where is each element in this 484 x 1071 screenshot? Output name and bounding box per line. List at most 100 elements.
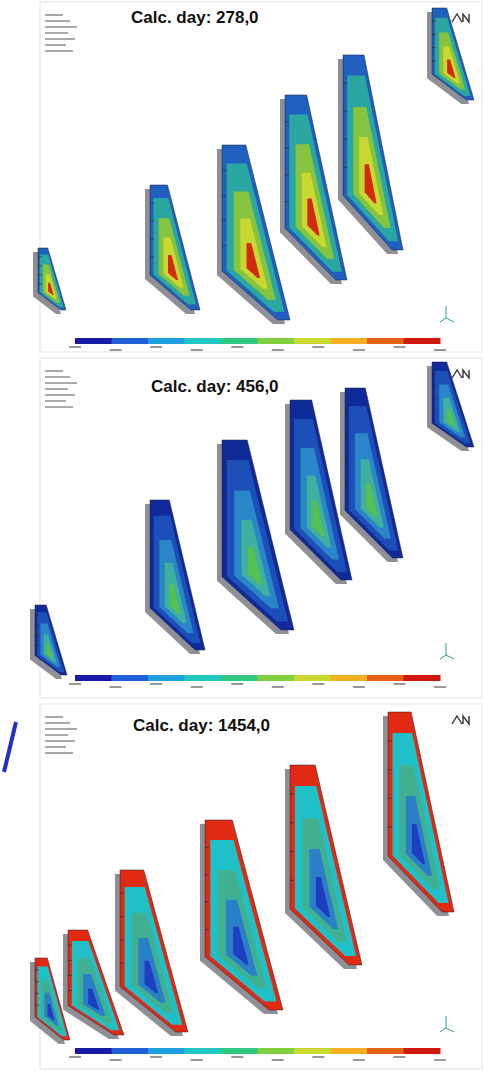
contour-zone: [78, 958, 113, 1023]
step-mark: [120, 893, 124, 894]
contour-zone: [41, 624, 61, 667]
step-mark: [38, 283, 42, 284]
contour-zone: [301, 448, 339, 560]
contour-zone: [296, 144, 334, 259]
bar-tick-text: [150, 683, 162, 685]
step-mark: [222, 494, 226, 495]
contour-zone: [439, 33, 465, 90]
contour-zone: [154, 516, 201, 644]
contour-zone: [88, 989, 99, 1010]
info-text: [45, 370, 63, 372]
dam-block: [38, 248, 66, 310]
step-mark: [150, 221, 154, 222]
info-text: [45, 722, 70, 724]
colour-bar-segment: [185, 1048, 222, 1054]
step-mark: [205, 874, 209, 875]
colour-bar-segment: [148, 338, 185, 344]
colour-bar-segment: [258, 1048, 295, 1054]
bar-tick-text: [393, 1056, 405, 1058]
info-text: [45, 50, 73, 52]
dam-block: [432, 8, 474, 100]
colour-bar-segment: [404, 1048, 441, 1054]
contour-zone: [393, 733, 449, 903]
step-mark: [388, 740, 392, 741]
contour-zone: [41, 980, 63, 1031]
bar-tick-text: [150, 346, 162, 348]
step-mark: [35, 645, 39, 646]
panel-frame: [40, 704, 482, 1069]
dam-block: [285, 95, 347, 280]
contour-zone: [234, 192, 276, 301]
step-mark: [285, 201, 289, 202]
step-mark: [222, 245, 226, 246]
contour-zone: [43, 265, 60, 303]
contour-zone: [302, 818, 347, 942]
info-text: [45, 400, 66, 402]
panel-frame: [40, 2, 482, 352]
contour-zone: [294, 419, 347, 572]
step-mark: [120, 963, 124, 964]
contour-zone: [443, 47, 460, 84]
info-text: [45, 716, 63, 718]
colour-bar-segment: [294, 338, 331, 344]
bar-tick-text: [272, 349, 284, 351]
contour-zone: [153, 198, 196, 304]
contour-zone: [349, 406, 398, 551]
dam-block: [432, 362, 474, 447]
bar-tick-text: [150, 1056, 162, 1058]
step-mark: [35, 981, 39, 982]
step-mark: [432, 374, 436, 375]
contour-zone: [435, 371, 471, 443]
step-mark: [35, 625, 39, 626]
bar-tick-text: [69, 346, 81, 348]
step-mark: [343, 139, 347, 140]
contour-zone: [37, 967, 67, 1037]
contour-zone: [168, 255, 178, 280]
contour-zone: [366, 483, 378, 517]
step-mark: [432, 47, 436, 48]
panel-frame: [40, 358, 482, 698]
colour-bar-segment: [75, 675, 112, 681]
step-mark: [290, 822, 294, 823]
contour-zone: [48, 283, 54, 295]
step-mark: [35, 969, 39, 970]
step-mark: [388, 827, 392, 828]
step-mark: [38, 274, 42, 275]
colour-bar-segment: [221, 338, 258, 344]
dam-block: [35, 605, 67, 675]
dam-block: [150, 500, 205, 650]
contour-zone: [359, 137, 383, 215]
step-mark: [150, 257, 154, 258]
contour-zone: [210, 840, 276, 1002]
colour-bar-segment: [367, 675, 404, 681]
contour-zone: [447, 410, 455, 427]
step-mark: [35, 1005, 39, 1006]
step-mark: [290, 477, 294, 478]
bar-tick-text: [434, 349, 446, 351]
colour-bar-segment: [331, 675, 368, 681]
info-text: [45, 746, 66, 748]
colour-bar-segment: [185, 675, 222, 681]
contour-zone: [295, 786, 356, 956]
contour-zone: [307, 199, 319, 236]
step-mark: [35, 993, 39, 994]
dam-block: [150, 185, 200, 310]
cut-off-mark: [4, 722, 16, 772]
step-mark: [68, 960, 72, 961]
contour-zone: [233, 926, 249, 964]
info-text: [45, 38, 75, 40]
step-mark: [290, 851, 294, 852]
colour-bar-segment: [112, 1048, 149, 1054]
contour-zone: [302, 173, 327, 247]
bar-tick-text: [231, 683, 243, 685]
contour-zone: [347, 76, 398, 242]
contour-zone: [45, 992, 59, 1025]
contour-zone: [435, 18, 471, 96]
contour-zone: [83, 974, 105, 1016]
info-text: [45, 20, 70, 22]
contour-zone: [365, 164, 377, 203]
step-mark: [222, 220, 226, 221]
bar-tick-text: [393, 683, 405, 685]
step-mark: [68, 945, 72, 946]
colour-bar-segment: [294, 675, 331, 681]
